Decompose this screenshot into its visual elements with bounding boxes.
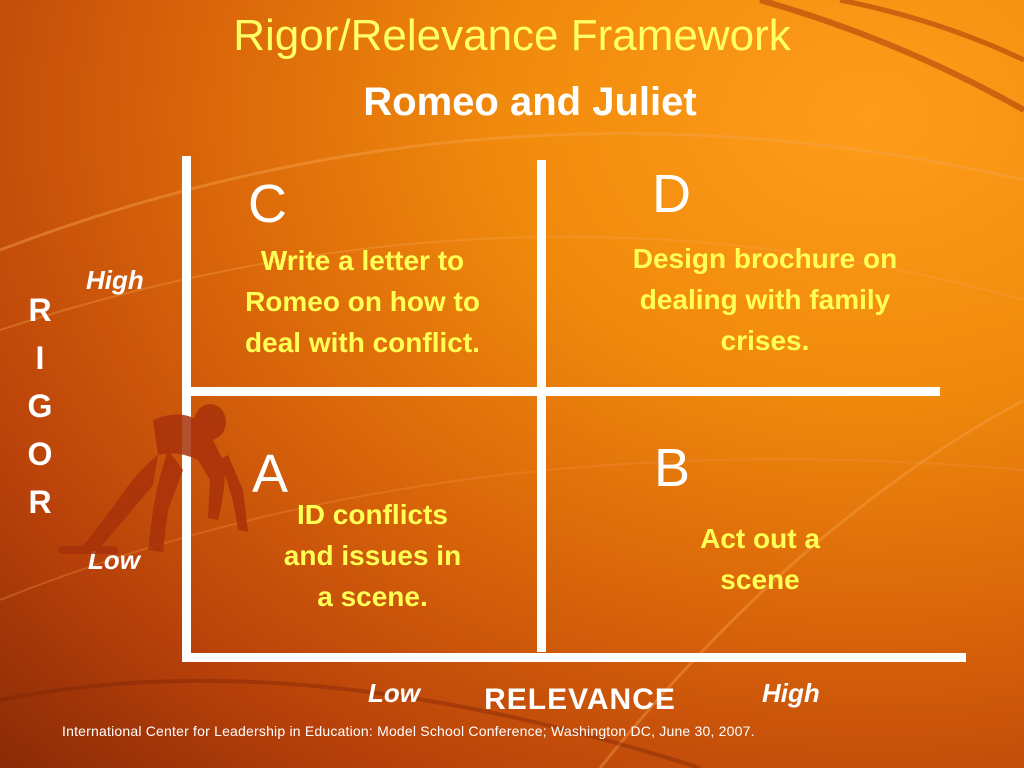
- quadrant-b-text: Act out a scene: [640, 518, 880, 600]
- quadrant-a-line: a scene.: [317, 581, 428, 612]
- relevance-axis-label: RELEVANCE: [484, 683, 676, 716]
- quadrant-d-text: Design brochure on dealing with family c…: [590, 238, 940, 361]
- rigor-high-label: High: [86, 265, 144, 295]
- quadrant-a-line: and issues in: [283, 540, 462, 571]
- rigor-axis-line: [182, 156, 191, 662]
- quadrant-c-line: deal with conflict.: [245, 327, 480, 358]
- quadrant-b-line: Act out a: [700, 523, 820, 554]
- quadrant-a-letter: A: [252, 444, 289, 504]
- quadrant-d-line: crises.: [720, 325, 810, 356]
- slide-title: Rigor/Relevance Framework: [233, 11, 791, 60]
- quadrant-a-line: ID conflicts: [297, 499, 448, 530]
- quadrant-b-line: scene: [720, 564, 800, 595]
- quadrant-a-text: ID conflicts and issues in a scene.: [230, 494, 515, 617]
- rigor-letter: I: [35, 340, 45, 376]
- quadrant-b-letter: B: [654, 438, 691, 498]
- quadrant-c-letter: C: [248, 174, 287, 234]
- rigor-letter: G: [27, 388, 53, 424]
- slide-subtitle: Romeo and Juliet: [363, 80, 697, 124]
- relevance-high-label: High: [762, 678, 820, 708]
- quadrant-d-letter: D: [652, 164, 691, 224]
- rigor-letter: O: [27, 436, 53, 472]
- quadrant-c-line: Romeo on how to: [245, 286, 480, 317]
- horizontal-divider: [190, 387, 940, 396]
- footer-citation: International Center for Leadership in E…: [62, 723, 755, 739]
- sprinter-silhouette: [58, 404, 248, 554]
- relevance-axis-line: [182, 653, 966, 662]
- rigor-letter: R: [28, 484, 52, 520]
- quadrant-d-line: dealing with family: [639, 284, 891, 315]
- relevance-low-label: Low: [368, 678, 420, 708]
- quadrant-d-line: Design brochure on: [632, 243, 898, 274]
- vertical-divider: [537, 160, 546, 652]
- rigor-letter: R: [28, 292, 52, 328]
- quadrant-c-line: Write a letter to: [260, 245, 465, 276]
- quadrant-c-text: Write a letter to Romeo on how to deal w…: [205, 240, 520, 363]
